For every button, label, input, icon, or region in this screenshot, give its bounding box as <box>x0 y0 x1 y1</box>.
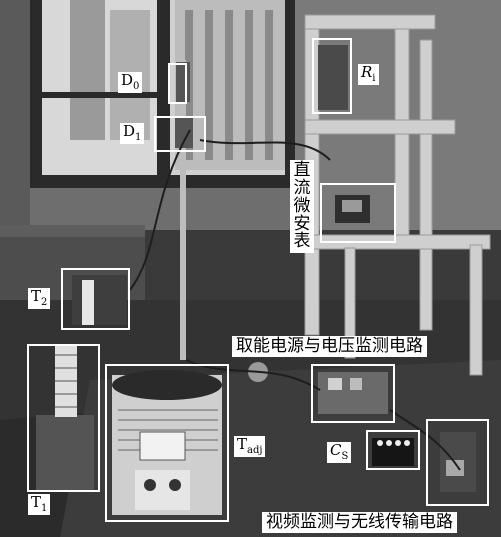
cs-label-main: C <box>330 441 342 459</box>
microammeter-box <box>320 183 396 243</box>
t1-label: T1 <box>28 493 51 515</box>
d0-label-sub: 0 <box>133 81 140 92</box>
cs-label-sub: S <box>341 451 349 462</box>
t2-label: T2 <box>28 287 51 309</box>
tadj-label-sub: adj <box>247 445 263 456</box>
cs-label: CS <box>327 441 352 463</box>
d0-label-main: D <box>121 71 134 89</box>
cs-box <box>366 430 420 470</box>
ri-label: Ri <box>358 64 379 85</box>
ri-label-sub: i <box>372 73 376 84</box>
t2-label-main: T <box>31 287 42 305</box>
t2-box <box>61 268 130 330</box>
t1-label-main: T <box>31 493 42 511</box>
energy-circuit-label: 取能电源与电压监测电路 <box>232 336 427 357</box>
energy-circuit-box <box>311 364 395 423</box>
d1-box <box>154 116 206 152</box>
microammeter-label: 直流微安表 <box>290 160 314 254</box>
d1-label: D1 <box>120 122 145 144</box>
ri-box <box>312 38 352 114</box>
d0-box <box>168 63 187 104</box>
t1-box <box>27 344 100 492</box>
d1-label-sub: 1 <box>135 132 142 143</box>
video-circuit-box <box>426 419 489 506</box>
tadj-label: Tadj <box>234 435 266 457</box>
video-circuit-label: 视频监测与无线传输电路 <box>262 512 457 533</box>
tadj-box <box>105 364 229 522</box>
ri-label-main: R <box>361 63 373 81</box>
d0-label: D0 <box>118 71 143 93</box>
t2-label-sub: 2 <box>41 297 48 308</box>
d1-label-main: D <box>123 122 136 140</box>
tadj-label-main: T <box>237 435 248 453</box>
t1-label-sub: 1 <box>41 503 48 514</box>
